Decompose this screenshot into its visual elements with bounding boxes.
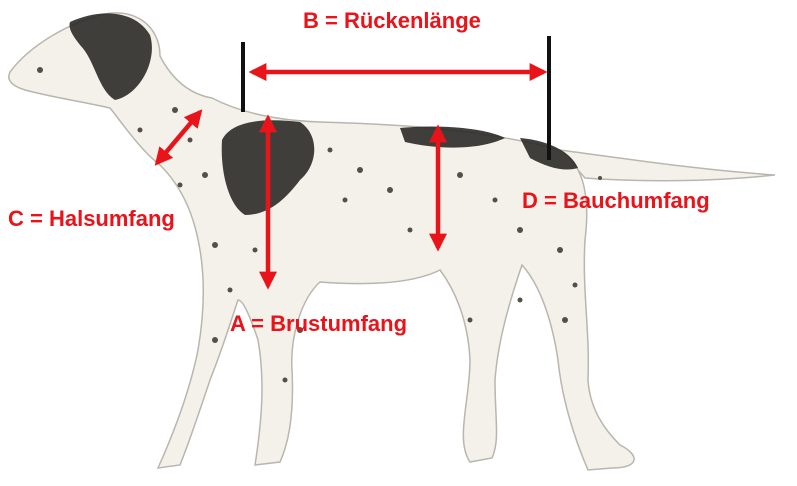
label-back-length: B = Rückenlänge [303,10,481,32]
label-chest: A = Brustumfang [230,313,407,335]
dog-tail [560,150,775,181]
label-neck: C = Halsumfang [8,208,175,230]
label-belly: D = Bauchumfang [522,190,710,212]
